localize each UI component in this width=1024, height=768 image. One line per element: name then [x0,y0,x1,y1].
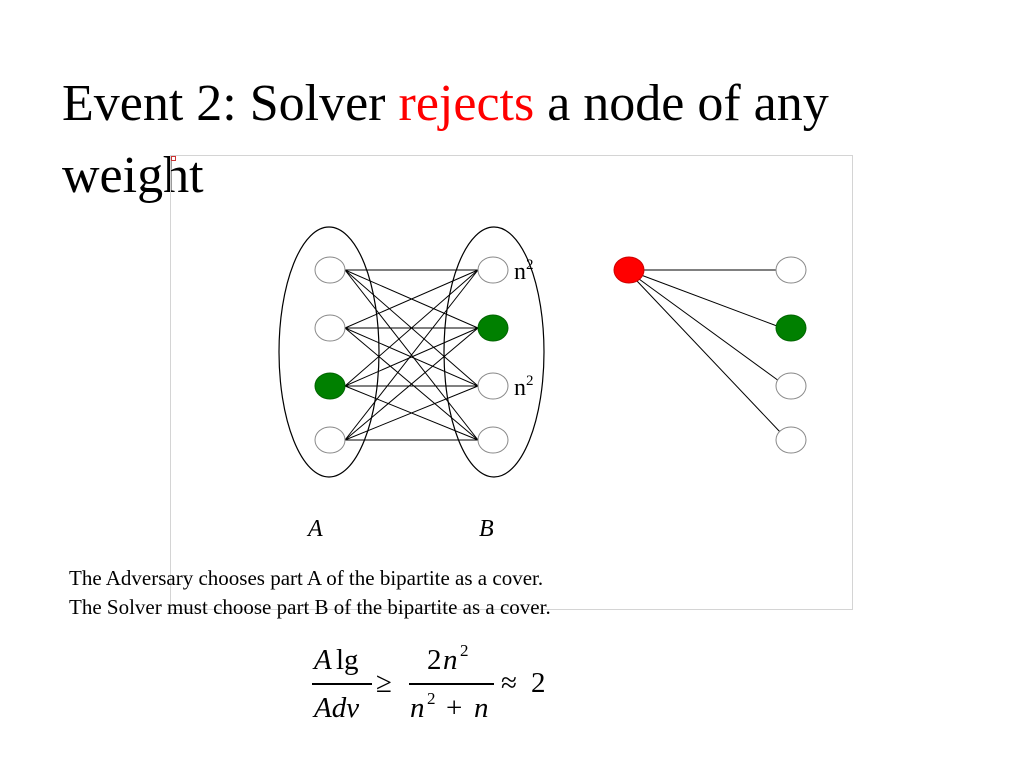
node-a2 [314,314,346,342]
node-a4 [314,426,346,454]
node-a3-selected [314,372,346,400]
star-edges [636,269,782,434]
node-b2-selected [477,314,509,342]
node-b3 [477,372,509,400]
star-leaf-3 [775,372,807,400]
formula-den-adv: Adv [314,692,360,724]
formula-approx: ≈ [501,667,517,699]
node-b4 [477,426,509,454]
caption-line-1: The Adversary chooses part A of the bipa… [69,566,544,590]
formula-num-coef: 2 [427,644,442,676]
star-leaf-1 [775,256,807,284]
weight-label-top: n2 [514,257,534,285]
title-accent-word: rejects [398,75,535,132]
star-leaf-4 [775,426,807,454]
star-leaf-2-selected [775,314,807,342]
node-a1 [314,256,346,284]
caption-line-2: The Solver must choose part B of the bip… [69,595,551,619]
formula-den-n1: n [410,692,425,724]
slide-title: Event 2: Solver rejects a node of any we… [62,68,962,212]
frame-marker-icon [171,156,176,161]
title-prefix: Event 2: Solver [62,75,399,132]
ratio-formula: A lg Adv ≥ 2 n 2 n 2 + n ≈ 2 [300,640,560,730]
formula-den-exp: 2 [427,689,436,708]
part-b-label: B [479,516,494,542]
formula-num-a: A [314,644,332,676]
formula-den-n2: n [474,692,489,724]
formula-num-lg: lg [336,644,359,676]
formula-num-n: n [443,644,458,676]
rejected-node [613,256,645,284]
title-suffix: a node of any weight [62,75,829,204]
caption: The Adversary chooses part A of the bipa… [69,564,551,622]
part-a-ellipse [278,226,380,478]
formula-right-bar [409,683,494,685]
formula-left-bar [312,683,372,685]
part-b-ellipse [443,226,545,478]
figure-frame [170,155,853,610]
bipartite-edges [344,269,479,441]
node-b1 [477,256,509,284]
weight-label-bottom: n2 [514,373,534,401]
part-a-label: A [306,516,323,542]
formula-den-plus: + [446,692,463,724]
formula-geq: ≥ [376,667,392,699]
formula-value: 2 [531,667,546,699]
formula-num-exp: 2 [460,641,469,660]
